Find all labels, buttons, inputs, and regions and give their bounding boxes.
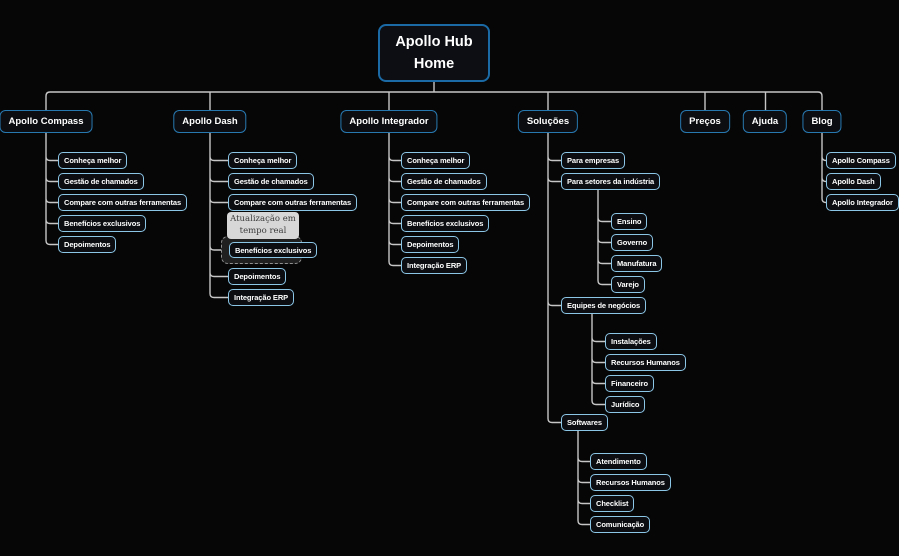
node-blog-apollo-compass[interactable]: Apollo Compass [826, 152, 896, 169]
node-compass-beneficios-exclusivos[interactable]: Benefícios exclusivos [58, 215, 147, 232]
connector-main [45, 81, 823, 111]
node-integrador-compare-ferramentas[interactable]: Compare com outras ferramentas [401, 194, 531, 211]
node-dash-gestao-de-chamados[interactable]: Gestão de chamados [228, 173, 314, 190]
node-ajuda[interactable]: Ajuda [742, 110, 788, 133]
node-compass-gestao-de-chamados[interactable]: Gestão de chamados [58, 173, 144, 190]
connector-equipes [591, 313, 606, 406]
connector-solucoes [547, 132, 562, 424]
connector-blog [821, 132, 828, 204]
node-dash-depoimentos[interactable]: Depoimentos [228, 268, 287, 285]
node-solucoes[interactable]: Soluções [517, 110, 579, 133]
node-varejo[interactable]: Varejo [611, 276, 645, 293]
node-precos[interactable]: Preços [680, 110, 730, 133]
node-setores-industria[interactable]: Para setores da indústria [561, 173, 661, 190]
node-integrador-conheca-melhor[interactable]: Conheça melhor [401, 152, 471, 169]
node-integrador-depoimentos[interactable]: Depoimentos [401, 236, 460, 253]
root-label: Apollo Hub Home [395, 33, 473, 72]
node-blog-apollo-dash[interactable]: Apollo Dash [826, 173, 881, 190]
connector-integrador [388, 132, 402, 267]
node-softwares[interactable]: Softwares [561, 414, 608, 431]
node-comunicacao[interactable]: Comunicação [590, 516, 651, 533]
node-compass-depoimentos[interactable]: Depoimentos [58, 236, 117, 253]
node-governo[interactable]: Governo [611, 234, 654, 251]
node-equipes-de-negocios[interactable]: Equipes de negócios [561, 297, 647, 314]
node-dash-integracao-erp[interactable]: Integração ERP [228, 289, 295, 306]
connector-compass [45, 132, 59, 246]
node-dash-compare-ferramentas[interactable]: Compare com outras ferramentas [228, 194, 358, 211]
node-dash-conheca-melhor[interactable]: Conheça melhor [228, 152, 298, 169]
node-financeiro[interactable]: Financeiro [605, 375, 654, 392]
node-blog-apollo-integrador[interactable]: Apollo Integrador [826, 194, 899, 211]
tooltip-atualizacao-tempo-real: Atualização em tempo real [227, 212, 299, 239]
connector-softwares [577, 430, 591, 526]
node-apollo-compass[interactable]: Apollo Compass [0, 110, 93, 133]
node-apollo-integrador[interactable]: Apollo Integrador [340, 110, 438, 133]
node-apollo-dash[interactable]: Apollo Dash [173, 110, 247, 133]
node-compass-conheca-melhor[interactable]: Conheça melhor [58, 152, 128, 169]
node-integrador-gestao-de-chamados[interactable]: Gestão de chamados [401, 173, 487, 190]
node-dash-beneficios-exclusivos-selected[interactable]: Benefícios exclusivos [229, 242, 318, 258]
node-recursos-humanos[interactable]: Recursos Humanos [605, 354, 686, 371]
node-compass-compare-ferramentas[interactable]: Compare com outras ferramentas [58, 194, 188, 211]
node-ensino[interactable]: Ensino [611, 213, 648, 230]
node-integrador-integracao-erp[interactable]: Integração ERP [401, 257, 468, 274]
connector-setores [597, 189, 612, 286]
node-integrador-beneficios-exclusivos[interactable]: Benefícios exclusivos [401, 215, 490, 232]
node-root-apollo-hub-home[interactable]: Apollo Hub Home [378, 24, 490, 82]
node-blog[interactable]: Blog [802, 110, 842, 133]
node-juridico[interactable]: Jurídico [605, 396, 646, 413]
node-recursos-humanos-sw[interactable]: Recursos Humanos [590, 474, 671, 491]
node-instalacoes[interactable]: Instalações [605, 333, 657, 350]
node-para-empresas[interactable]: Para empresas [561, 152, 626, 169]
node-checklist[interactable]: Checklist [590, 495, 635, 512]
node-manufatura[interactable]: Manufatura [611, 255, 663, 272]
node-atendimento[interactable]: Atendimento [590, 453, 647, 470]
